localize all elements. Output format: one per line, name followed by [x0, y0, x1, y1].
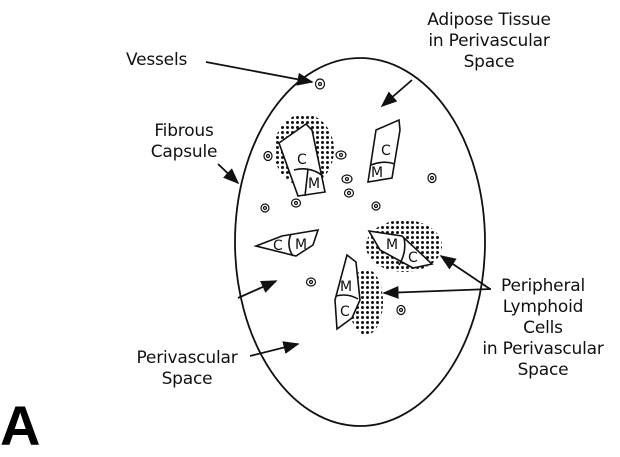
medulla-letter-4: M: [386, 237, 398, 253]
arrow-fibrous: [218, 164, 238, 183]
label-vessels: Vessels: [126, 50, 187, 71]
vessel-icon: [264, 152, 272, 161]
vessel-icon: [316, 79, 325, 89]
cortex-letter-5: C: [340, 304, 350, 320]
label-perivascular-space: Perivascular Space: [126, 348, 248, 390]
vessel-icon: [345, 189, 354, 197]
vessel-icon: [336, 151, 346, 159]
vessel-icon: [397, 306, 405, 315]
cortex-letter-4: C: [408, 250, 418, 266]
vessel-icon: [261, 204, 269, 212]
thymus-diagram: C M C M C M M C M C: [0, 0, 620, 447]
cortex-letter-1: C: [297, 152, 307, 168]
medulla-letter-5: M: [340, 279, 352, 295]
label-fibrous-capsule: Fibrous Capsule: [134, 121, 234, 163]
label-peripheral-lymphoid: Peripheral Lymphoid Cells in Perivascula…: [468, 276, 618, 381]
medulla-letter-1: M: [308, 176, 320, 192]
vessel-icon: [292, 199, 301, 207]
vessel-icon: [428, 174, 436, 183]
medulla-letter-2: M: [371, 165, 383, 181]
vessel-icon: [372, 202, 380, 210]
arrow-vessels: [206, 62, 312, 82]
panel-letter: A: [0, 398, 40, 454]
cortex-letter-3: C: [273, 238, 283, 254]
medulla-letter-3: M: [295, 237, 307, 253]
label-adipose-tissue: Adipose Tissue in Perivascular Space: [414, 10, 564, 73]
vessel-icon: [307, 278, 316, 286]
vessel-icon: [342, 175, 352, 183]
cortex-letter-2: C: [381, 143, 391, 159]
